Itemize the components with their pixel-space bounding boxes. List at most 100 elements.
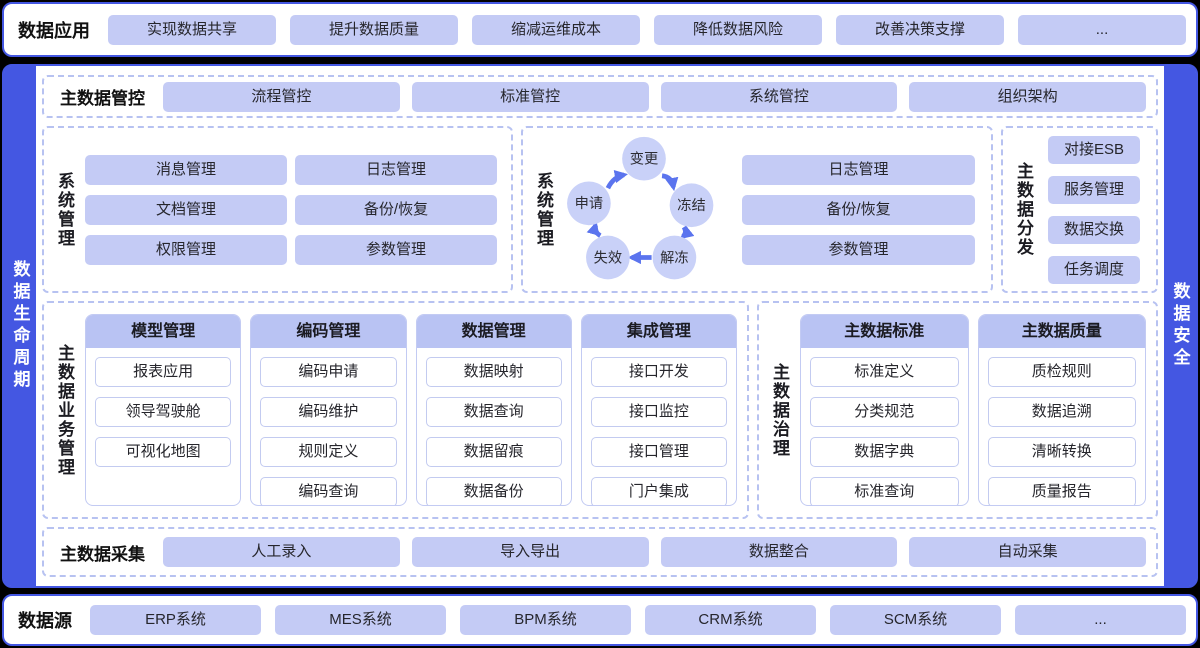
card-coding-mgmt: 编码管理 编码申请 编码维护 规则定义 编码查询	[250, 314, 407, 506]
card-model-mgmt: 模型管理 报表应用 领导驾驶舱 可视化地图	[85, 314, 242, 506]
chip-ops-cost: 缩减运维成本	[472, 14, 640, 45]
chip-leader-cockpit: 领导驾驶舱	[95, 397, 232, 427]
cycle-label-freeze: 冻结	[677, 196, 706, 214]
card-master-data-standard: 主数据标准 标准定义 分类规范 数据字典 标准查询	[800, 314, 969, 506]
chip-quality-check-rules: 质检规则	[987, 357, 1136, 387]
chip-import-export: 导入导出	[411, 537, 649, 567]
chip-data-trace-log: 数据留痕	[425, 437, 562, 467]
chip-quality-report: 质量报告	[987, 477, 1136, 505]
chip-standard-definition: 标准定义	[810, 357, 959, 387]
data-security-label: 数据安全	[1170, 282, 1190, 370]
chip-code-maintain: 编码维护	[260, 397, 397, 427]
chip-report-app: 报表应用	[95, 357, 232, 387]
master-data-governance-label: 主数据治理	[770, 362, 789, 458]
master-data-governance-section: 主数据治理 主数据标准 标准定义 分类规范 数据字典 标准查询	[757, 301, 1158, 519]
master-data-distribution-label: 主数据分发	[1014, 162, 1033, 257]
arrow-expire-to-apply	[586, 220, 602, 238]
chip-message-mgmt: 消息管理	[85, 154, 287, 185]
cycle-label-unfreeze: 解冻	[660, 248, 689, 266]
chip-backup-restore: 备份/恢复	[295, 194, 497, 225]
chip-log-mgmt-2: 日志管理	[742, 154, 975, 185]
chip-api-monitor: 接口监控	[590, 397, 727, 427]
card-master-data-quality: 主数据质量 质检规则 数据追溯 清晰转换 质量报告	[977, 314, 1146, 506]
card-integration-mgmt: 集成管理 接口开发 接口监控 接口管理 门户集成	[580, 314, 737, 506]
chip-auto-collection: 自动采集	[909, 537, 1146, 567]
chip-api-mgmt: 接口管理	[590, 437, 727, 467]
chip-visual-map: 可视化地图	[95, 437, 232, 467]
cycle-label-change: 变更	[630, 150, 659, 167]
system-management-mid-stack: 日志管理 备份/恢复 参数管理	[742, 136, 975, 283]
cycle-node-expire	[586, 235, 630, 279]
chip-standard-query: 标准查询	[810, 477, 959, 505]
chip-data-tracing: 数据追溯	[987, 397, 1136, 427]
master-data-collection-row: 主数据采集 人工录入 导入导出 数据整合 自动采集	[42, 527, 1158, 577]
chip-more-sources: ...	[1015, 605, 1186, 635]
data-lifecycle-sidebar: 数据生命周期	[4, 66, 36, 586]
card-coding-mgmt-title: 编码管理	[251, 315, 406, 348]
chip-standard-control: 标准管控	[411, 81, 649, 112]
system-management-label: 系统管理	[55, 171, 74, 248]
chip-data-risk: 降低数据风险	[654, 14, 822, 45]
chip-data-quality-up: 提升数据质量	[290, 14, 458, 45]
cycle-node-change	[622, 136, 666, 181]
chip-code-apply: 编码申请	[260, 357, 397, 387]
chip-log-mgmt: 日志管理	[295, 154, 497, 185]
chip-data-exchange: 数据交换	[1048, 215, 1140, 244]
master-data-collection-label: 主数据采集	[60, 544, 145, 564]
main-content: 主数据管控 流程管控 标准管控 系统管控 组织架构 系统管理 消息管理 日志管理…	[42, 66, 1158, 586]
chip-data-backup: 数据备份	[425, 477, 562, 505]
chip-system-control: 系统管控	[660, 81, 898, 112]
arrow-apply-to-change	[605, 169, 628, 189]
chip-permission-mgmt: 权限管理	[85, 234, 287, 265]
card-model-mgmt-title: 模型管理	[86, 315, 241, 348]
chip-parameter-mgmt: 参数管理	[295, 234, 497, 265]
distribution-stack: 对接ESB 服务管理 数据交换 任务调度	[1048, 135, 1140, 284]
system-management-grid: 消息管理 日志管理 文档管理 备份/恢复 权限管理 参数管理	[85, 136, 497, 283]
chip-task-scheduling: 任务调度	[1048, 255, 1140, 284]
chip-code-query: 编码查询	[260, 477, 397, 505]
master-data-business-mgmt-label: 主数据业务管理	[55, 343, 74, 477]
chip-decision-support: 改善决策支撑	[836, 14, 1004, 45]
chip-classification-spec: 分类规范	[810, 397, 959, 427]
master-data-control-row: 主数据管控 流程管控 标准管控 系统管控 组织架构	[42, 75, 1158, 118]
chip-parameter-mgmt-2: 参数管理	[742, 234, 975, 265]
chip-scm-system: SCM系统	[830, 605, 1001, 635]
card-data-mgmt-title: 数据管理	[416, 315, 571, 348]
chip-rule-definition: 规则定义	[260, 437, 397, 467]
chip-org-structure: 组织架构	[909, 81, 1146, 112]
chip-erp-system: ERP系统	[90, 605, 261, 635]
card-integration-mgmt-title: 集成管理	[581, 315, 736, 348]
cycle-node-apply	[567, 181, 611, 225]
card-data-mgmt: 数据管理 数据映射 数据查询 数据留痕 数据备份	[415, 314, 572, 506]
chip-doc-mgmt: 文档管理	[85, 194, 287, 225]
business-mgmt-cards: 模型管理 报表应用 领导驾驶舱 可视化地图 编码管理 编码申请 编码维	[85, 314, 737, 506]
governance-cards: 主数据标准 标准定义 分类规范 数据字典 标准查询 主数据质量 质检规	[800, 314, 1146, 506]
chip-process-control: 流程管控	[163, 81, 400, 112]
chip-more-applications: ...	[1018, 14, 1186, 45]
chip-api-develop: 接口开发	[590, 357, 727, 387]
chip-data-sharing: 实现数据共享	[108, 14, 276, 45]
chip-service-mgmt: 服务管理	[1048, 175, 1140, 204]
arrow-freeze-to-unfreeze	[679, 225, 695, 239]
arrow-change-to-freeze	[661, 172, 679, 191]
data-sources-label: 数据源	[18, 611, 72, 631]
chip-data-dictionary: 数据字典	[810, 437, 959, 467]
cycle-node-unfreeze	[652, 235, 697, 279]
data-lifecycle-label: 数据生命周期	[10, 260, 30, 392]
cycle-label-apply: 申请	[575, 195, 604, 212]
cycle-label-expire: 失效	[594, 249, 623, 266]
card-standard-title: 主数据标准	[801, 315, 968, 348]
card-quality-title: 主数据质量	[978, 315, 1145, 348]
chip-clean-transform: 清晰转换	[987, 437, 1136, 467]
data-security-sidebar: 数据安全	[1164, 66, 1196, 586]
data-applications-label: 数据应用	[18, 20, 90, 41]
master-data-business-mgmt-section: 主数据业务管理 模型管理 报表应用 领导驾驶舱 可视化地图 编码管理	[42, 301, 749, 519]
system-management-row: 系统管理 消息管理 日志管理 文档管理 备份/恢复 权限管理 参数管理 系统管理	[42, 126, 1158, 293]
data-sources-bar: 数据源 ERP系统 MES系统 BPM系统 CRM系统 SCM系统 ...	[2, 594, 1198, 646]
chip-manual-entry: 人工录入	[163, 537, 400, 567]
chip-crm-system: CRM系统	[645, 605, 816, 635]
chip-esb-connect: 对接ESB	[1048, 135, 1140, 164]
business-governance-row: 主数据业务管理 模型管理 报表应用 领导驾驶舱 可视化地图 编码管理	[42, 301, 1158, 519]
master-data-distribution-section: 主数据分发 对接ESB 服务管理 数据交换 任务调度	[1001, 126, 1158, 293]
